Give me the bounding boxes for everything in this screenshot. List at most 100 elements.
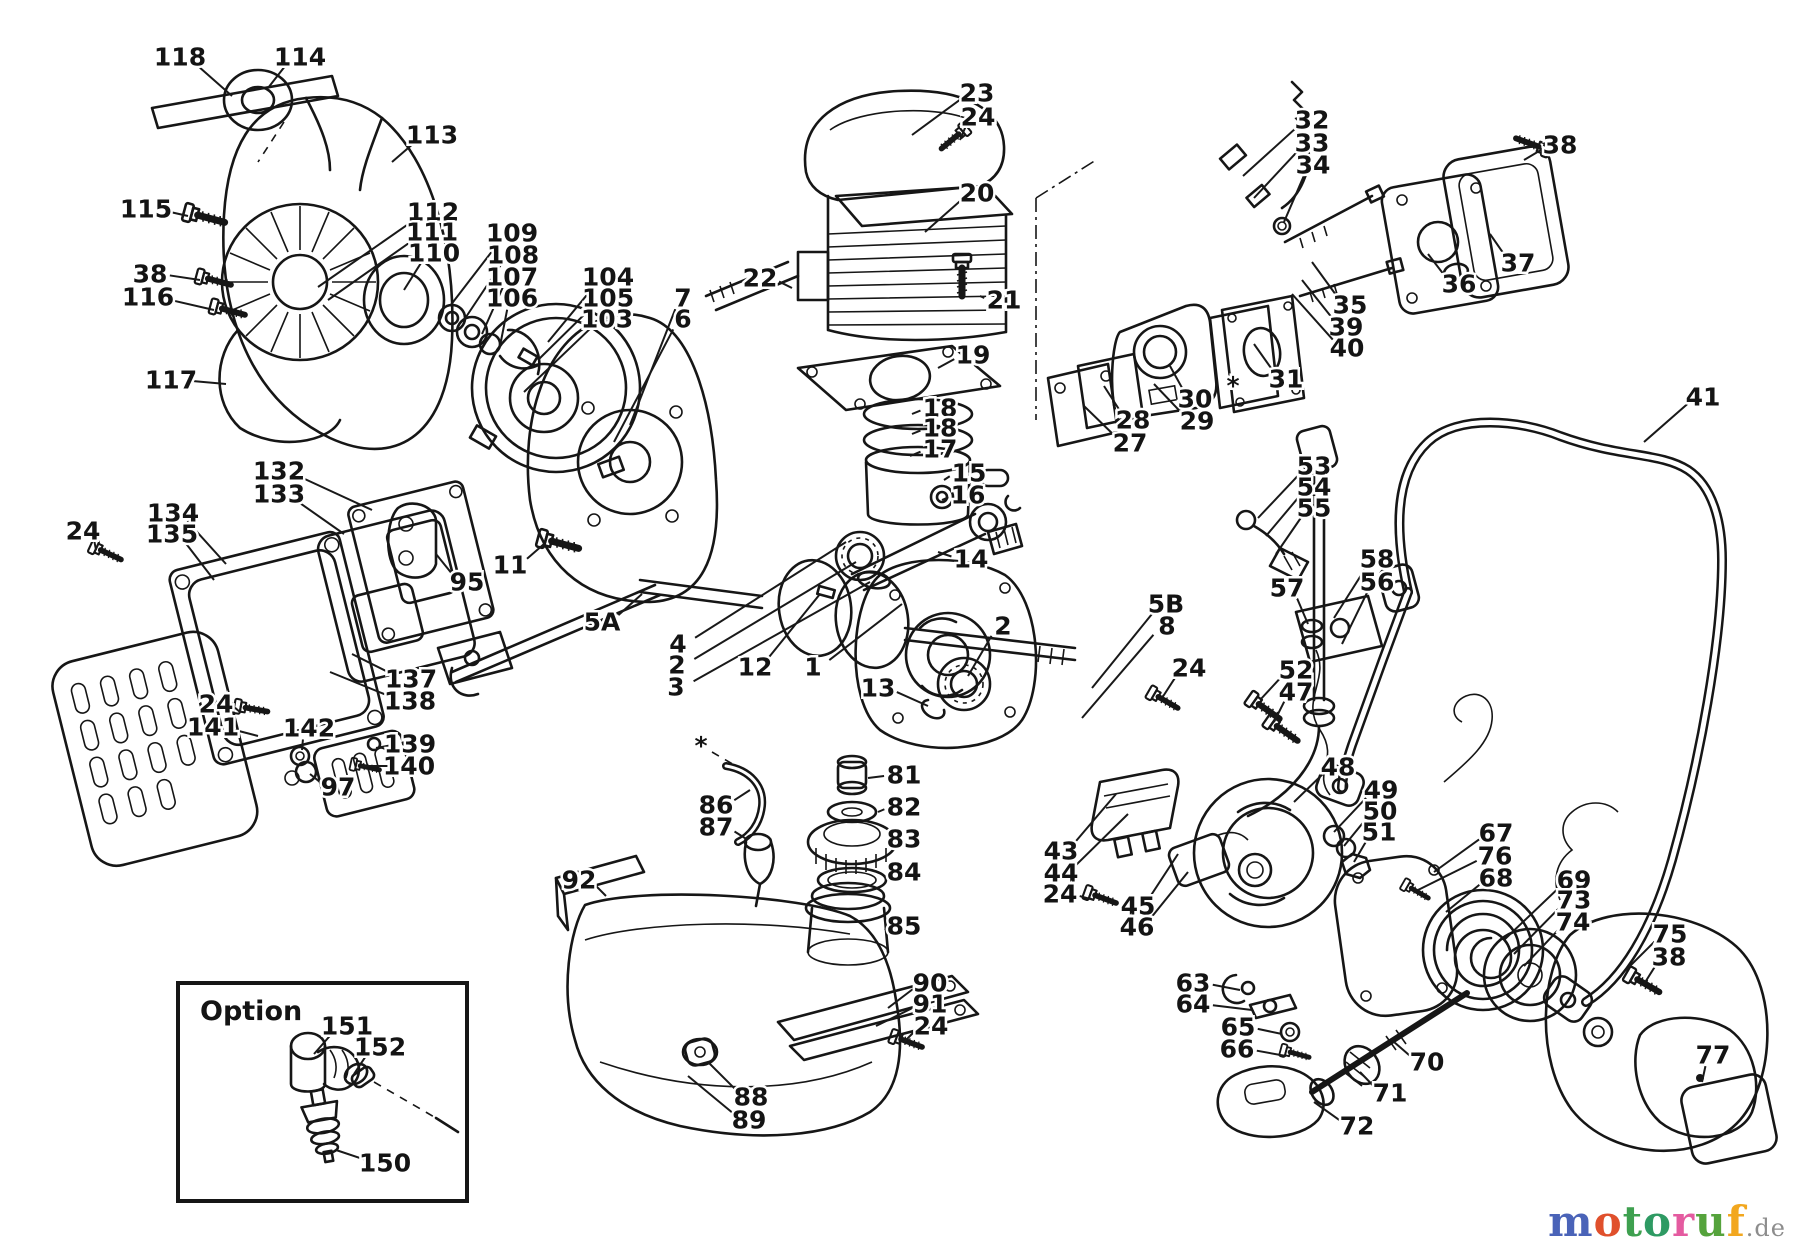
leader-line-111 — [327, 237, 416, 301]
part-callout-27: 27 — [1113, 429, 1148, 458]
leader-line-76 — [1417, 859, 1478, 891]
part-callout-110: 110 — [408, 239, 460, 268]
part-callout-97: 97 — [321, 773, 356, 802]
part-callout-6: 6 — [674, 305, 691, 334]
leader-line-50 — [1343, 818, 1367, 847]
part-callout-16: 16 — [951, 481, 986, 510]
part-callout-95: 95 — [450, 568, 485, 597]
leader-line-107 — [481, 287, 504, 335]
part-callout-85: 85 — [887, 912, 922, 941]
part-callout-*: * — [1226, 372, 1239, 401]
leader-line-109 — [449, 241, 500, 307]
leader-line-104 — [547, 285, 596, 343]
leader-line-141 — [232, 728, 259, 737]
leader-line-115 — [165, 209, 189, 217]
part-callout-24: 24 — [914, 1012, 949, 1041]
part-callout-135: 135 — [146, 520, 198, 549]
part-callout-43: 43 — [1044, 837, 1079, 866]
part-callout-55: 55 — [1297, 494, 1332, 523]
part-callout-11: 11 — [493, 551, 528, 580]
part-callout-15: 15 — [952, 459, 987, 488]
leader-line-3 — [693, 581, 871, 683]
leader-line-38 — [1523, 148, 1543, 161]
leader-line-110 — [403, 261, 423, 291]
leader-line-64 — [1212, 1004, 1253, 1011]
part-callout-32: 32 — [1295, 106, 1330, 135]
throttle-rod-drawing — [1235, 424, 1384, 818]
part-callout-5B: 5B — [1148, 590, 1184, 619]
leader-line-5A — [617, 593, 643, 616]
part-callout-142: 142 — [283, 714, 335, 743]
leader-line-45 — [1149, 853, 1179, 898]
leader-line-142 — [301, 739, 304, 751]
leader-line-57 — [1296, 597, 1309, 625]
leader-line-5B — [1091, 612, 1154, 689]
leader-line-46 — [1149, 871, 1189, 919]
part-callout-111: 111 — [406, 218, 458, 247]
part-callout-88: 88 — [734, 1083, 769, 1112]
leader-line-23 — [911, 98, 961, 136]
leader-line-38 — [1643, 965, 1657, 985]
leader-line-73 — [1513, 907, 1560, 955]
part-callout-33: 33 — [1295, 129, 1330, 158]
muffler-group-drawing — [51, 480, 514, 868]
leader-line-53 — [1257, 473, 1301, 519]
leader-line-81 — [867, 775, 885, 779]
cylinder-group-drawing — [704, 89, 1097, 556]
part-callout-14: 14 — [954, 545, 989, 574]
spark-plug-cap-drawing — [289, 1031, 460, 1134]
leader-line-137 — [351, 653, 394, 676]
part-callout-40: 40 — [1330, 334, 1365, 363]
motoruf-watermark[interactable]: motoruf.de — [1548, 1197, 1786, 1246]
part-callout-24: 24 — [961, 103, 996, 132]
part-callout-76: 76 — [1478, 842, 1513, 871]
part-callout-20: 20 — [960, 179, 995, 208]
part-callout-18: 18 — [923, 394, 958, 423]
part-callout-52: 52 — [1279, 656, 1314, 685]
leader-line-63 — [1212, 983, 1241, 991]
leader-line-15 — [943, 475, 951, 481]
leader-line-12 — [767, 593, 821, 659]
leader-line-117 — [190, 379, 227, 385]
leader-line-95 — [435, 553, 453, 575]
leader-line-21 — [979, 295, 985, 299]
fuel-tank-drawing — [554, 751, 980, 1137]
part-callout-71: 71 — [1373, 1079, 1408, 1108]
part-callout-30: 30 — [1178, 385, 1213, 414]
part-callout-107: 107 — [486, 263, 538, 292]
part-callout-36: 36 — [1442, 270, 1477, 299]
part-callout-132: 132 — [253, 457, 305, 486]
part-callout-90: 90 — [913, 969, 948, 998]
part-callout-53: 53 — [1297, 452, 1332, 481]
leader-line-38 — [169, 274, 201, 281]
part-callout-38: 38 — [133, 260, 168, 289]
leader-line-56 — [1341, 592, 1369, 645]
part-callout-151: 151 — [321, 1012, 373, 1041]
leader-line-88 — [707, 1061, 737, 1091]
part-callout-139: 139 — [384, 730, 436, 759]
part-callout-70: 70 — [1410, 1048, 1445, 1077]
part-callout-38: 38 — [1652, 943, 1687, 972]
part-callout-24: 24 — [66, 517, 101, 546]
leader-line-18 — [911, 429, 921, 435]
leader-line-32 — [1242, 126, 1298, 177]
part-callout-118: 118 — [154, 43, 206, 72]
leader-line-71 — [1359, 1071, 1375, 1087]
leader-line-48 — [1293, 773, 1324, 803]
part-callout-2: 2 — [994, 612, 1011, 641]
leader-line-106 — [499, 309, 509, 347]
leader-line-65 — [1257, 1027, 1283, 1035]
part-callout-103: 103 — [581, 305, 633, 334]
part-callout-65: 65 — [1221, 1013, 1256, 1042]
leader-line-90 — [887, 988, 914, 1009]
part-callout-54: 54 — [1297, 473, 1332, 502]
part-callout-51: 51 — [1362, 818, 1397, 847]
leader-line-24 — [1161, 676, 1177, 699]
leader-line-151 — [313, 1033, 333, 1055]
part-callout-35: 35 — [1333, 291, 1368, 320]
part-callout-3: 3 — [667, 673, 684, 702]
part-callout-41: 41 — [1686, 383, 1721, 412]
part-callout-141: 141 — [187, 713, 239, 742]
part-callout-81: 81 — [887, 761, 922, 790]
